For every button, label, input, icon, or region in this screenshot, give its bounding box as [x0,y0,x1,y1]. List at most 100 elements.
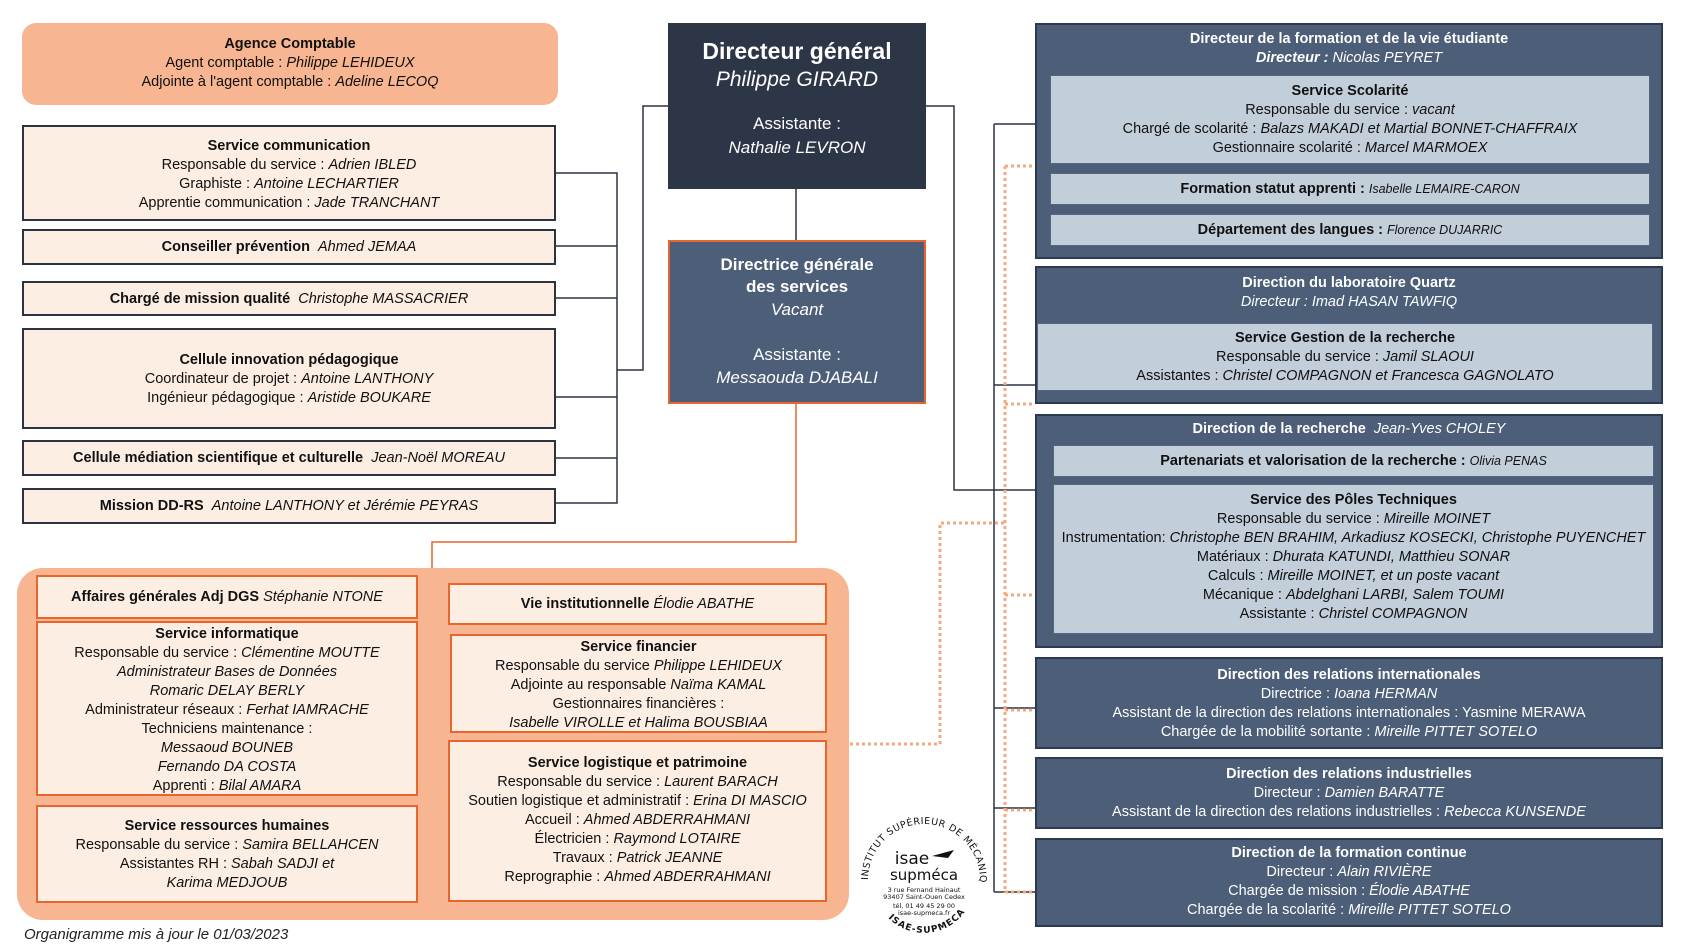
service-gestion-recherche-box: Service Gestion de la recherche Responsa… [1037,323,1653,391]
poles-line5: Mécanique : Abdelghani LARBI, Salem TOUM… [1202,587,1505,603]
agence-comptable-box: Agence Comptable Agent comptable : Phili… [22,23,558,105]
poles-line3: Matériaux : Dhurata KATUNDI, Matthieu SO… [1196,549,1511,565]
dgs-assist-label: Assistante : [753,345,841,364]
connector-left-bracket [556,105,668,504]
informatique-line5: Techniciens maintenance : [141,721,313,737]
scolarite-line3: Gestionnaire scolarité : Marcel MARMOEX [1212,140,1488,156]
rh-title: Service ressources humaines [124,818,330,834]
logo-brand1: isae [895,849,929,869]
connector-right-bracket [993,123,1035,893]
financier-line4: Isabelle VIROLLE et Halima BOUSBIAA [509,715,768,731]
prevention-name: Ahmed JEMAA [318,239,417,255]
dgs-title2: des services [745,277,849,296]
poles-techniques-box: Service des Pôles Techniques Responsable… [1053,484,1654,634]
directeur-general-box: Directeur général Philippe GIRARD Assist… [668,23,926,189]
poles-line4: Calculs : Mireille MOINET, et un poste v… [1207,568,1500,584]
ri-line1: Directrice : Ioana HERMAN [1260,686,1438,702]
financier-line1: Responsable du service Philippe LEHIDEUX [495,658,782,674]
recherche-title: Direction de la recherche [1192,421,1366,437]
rh-line2: Assistantes RH : Sabah SADJI et [119,856,335,872]
logistique-line6: Reprographie : Ahmed ABDERRAHMANI [504,869,771,885]
rind-title: Direction des relations industrielles [1226,766,1472,782]
informatique-line6: Messaoud BOUNEB [160,740,294,756]
financier-title: Service financier [580,639,697,655]
prevention-title: Conseiller prévention [161,239,310,255]
service-informatique-box: Service informatique Responsable du serv… [36,621,418,796]
rh-line3: Karima MEDJOUB [166,875,288,891]
mission-qualite-box: Chargé de mission qualité Christophe MAS… [22,281,556,316]
informatique-line2: Administrateur Bases de Données [116,664,338,680]
dg-title: Directeur général [702,38,892,64]
agence-line1: Agent comptable : Philippe LEHIDEUX [165,55,415,71]
partenariats-title: Partenariats et valorisation de la reche… [1160,453,1470,469]
langues-name: Florence DUJARRIC [1387,223,1503,237]
scolarite-title: Service Scolarité [1291,83,1409,99]
dgs-box: Directrice générale des services Vacant … [668,240,926,404]
informatique-title: Service informatique [155,626,299,642]
dg-assist-name: Nathalie LEVRON [728,138,866,157]
logistique-line3: Accueil : Ahmed ABDERRAHMANI [524,812,751,828]
plane-icon [932,850,954,858]
mediation-title: Cellule médiation scientifique et cultur… [73,450,364,466]
quartz-title: Direction du laboratoire Quartz [1242,275,1456,291]
communication-title: Service communication [207,138,371,154]
logistique-line1: Responsable du service : Laurent BARACH [497,774,778,790]
partenariats-box: Partenariats et valorisation de la reche… [1053,445,1654,477]
conseiller-prevention-box: Conseiller prévention Ahmed JEMAA [22,229,556,265]
informatique-line4: Administrateur réseaux : Ferhat IAMRACHE [85,702,369,718]
fc-line2: Chargée de mission : Élodie ABATHE [1228,883,1470,899]
poles-line2: Instrumentation: Christophe BEN BRAHIM, … [1061,530,1646,546]
quartz-director: Directeur : Imad HASAN TAWFIQ [1240,294,1458,310]
logo-addr1: 3 rue Fernand Hainaut [888,886,961,894]
ddrs-name: Antoine LANTHONY et Jérémie PEYRAS [211,498,479,514]
qualite-name: Christophe MASSACRIER [298,291,469,307]
poles-title: Service des Pôles Techniques [1250,492,1457,508]
poles-line6: Assistante : Christel COMPAGNON [1239,606,1468,622]
vie-title: Vie institutionnelle [520,596,650,612]
scolarite-line1: Responsable du service : vacant [1245,102,1455,118]
service-communication-box: Service communication Responsable du ser… [22,125,556,221]
formation-title: Directeur de la formation et de la vie é… [1189,31,1509,47]
innovation-line1: Coordinateur de projet : Antoine LANTHON… [144,371,434,387]
apprenti-title: Formation statut apprenti : [1180,181,1369,197]
logistique-title: Service logistique et patrimoine [527,755,748,771]
langues-title: Département des langues : [1197,222,1388,238]
fc-line1: Directeur : Alain RIVIÈRE [1266,864,1432,880]
footer-update-date: Organigramme mis à jour le 01/03/2023 [24,926,289,943]
partenariats-name: Olivia PENAS [1469,454,1547,468]
dgs-title1: Directrice générale [720,255,874,274]
affaires-name: Stéphanie NTONE [263,589,383,605]
scolarite-line2: Chargé de scolarité : Balazs MAKADI et M… [1122,121,1578,137]
fc-title: Direction de la formation continue [1231,845,1467,861]
logistique-line2: Soutien logistique et administratif : Er… [468,793,807,809]
affaires-generales-box: Affaires générales Adj DGS Stéphanie NTO… [36,575,418,619]
cellule-innovation-box: Cellule innovation pédagogique Coordinat… [22,328,556,429]
innovation-title: Cellule innovation pédagogique [179,352,399,368]
ri-line2: Assistant de la direction des relations … [1112,705,1586,721]
informatique-line3: Romaric DELAY BERLY [149,683,305,699]
formation-apprenti-box: Formation statut apprenti : Isabelle LEM… [1050,173,1650,205]
ri-title: Direction des relations internationales [1217,667,1481,683]
connector-dg-right [925,105,994,491]
informatique-line7: Fernando DA COSTA [157,759,297,775]
isae-supmeca-seal-logo: INSTITUT SUPÉRIEUR DE MÉCANIQUE DE PARIS… [854,806,988,936]
dg-assist-label: Assistante : [753,114,841,133]
dg-name: Philippe GIRARD [715,68,879,91]
cellule-mediation-box: Cellule médiation scientifique et cultur… [22,440,556,476]
informatique-line8: Apprenti : Bilal AMARA [152,778,302,794]
direction-rind-box: Direction des relations industrielles Di… [1035,757,1663,829]
dgs-name: Vacant [770,300,824,319]
apprenti-name: Isabelle LEMAIRE-CARON [1368,182,1520,196]
rind-line1: Directeur : Damien BARATTE [1253,785,1445,801]
gestion-recherche-line1: Responsable du service : Jamil SLAOUI [1216,349,1474,365]
service-rh-box: Service ressources humaines Responsable … [36,805,418,903]
logo-addr2: 93407 Saint-Ouen Cedex [883,893,965,901]
mediation-name: Jean-Noël MOREAU [371,450,505,466]
dgs-assist-name: Messaouda DJABALI [716,368,878,387]
logo-brand2: supméca [890,866,958,884]
direction-fc-box: Direction de la formation continue Direc… [1035,838,1663,927]
logistique-line4: Électricien : Raymond LOTAIRE [534,831,741,847]
logistique-line5: Travaux : Patrick JEANNE [552,850,723,866]
fc-line3: Chargée de la scolarité : Mireille PITTE… [1187,902,1511,918]
